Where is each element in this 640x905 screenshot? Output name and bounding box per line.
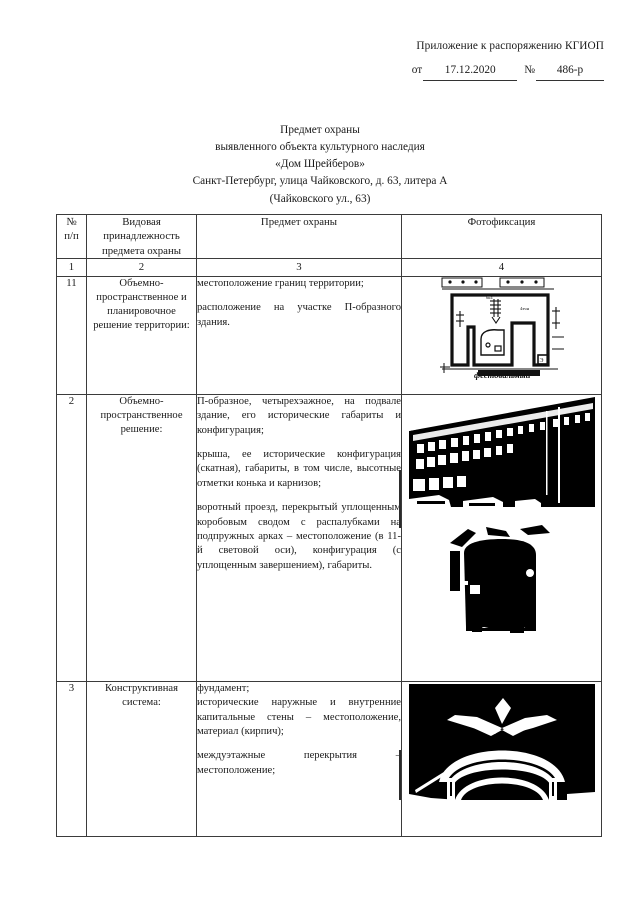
subject-paragraph: воротный проезд, перекрытый уплощенным к… — [197, 502, 401, 571]
scan-edge-artifact — [399, 750, 401, 800]
colnum-1: 1 — [56, 257, 87, 277]
subject-paragraph: местоположение границ территории; — [197, 277, 364, 289]
row-index: 3 — [56, 680, 87, 837]
number-label: № — [524, 64, 535, 77]
colnum-2: 2 — [86, 257, 197, 277]
vault-ceiling-photo — [406, 681, 597, 827]
table-row: 3 Конструктивная система: фундамент; ист… — [56, 680, 602, 837]
header-kind-line2: принадлежность — [103, 230, 180, 243]
row-photo — [401, 680, 602, 837]
row-photo — [401, 393, 602, 682]
title-line-subject: Предмет охраны — [280, 124, 360, 136]
table-row: 2 Объемно-пространственное решение: П-об… — [56, 393, 602, 682]
table-column-number-row: 1 2 3 4 — [56, 257, 602, 277]
svg-text:4эчн: 4эчн — [520, 306, 530, 311]
appendix-line: Приложение к распоряжению КГИОП — [416, 40, 604, 52]
building-outline — [449, 293, 550, 367]
header-kind-line3: предмета охраны — [101, 244, 182, 257]
colnum-4: 4 — [401, 257, 602, 277]
header-cell-number: № п/п — [56, 214, 87, 259]
row-kind: Конструктивная система: — [86, 680, 197, 837]
row-kind: Объемно-пространственное решение: — [86, 393, 197, 682]
row-subject: П-образное, четырехэажное, на подвале зд… — [196, 393, 402, 682]
document-title-block: Предмет охраны выявленного объекта культ… — [0, 122, 640, 208]
svg-text:6к4: 6к4 — [486, 295, 493, 300]
facade-photo — [406, 394, 597, 513]
header-number-line2: п/п — [64, 230, 79, 243]
row-photo: 6к4 4эчн Э фестовальный — [401, 275, 602, 395]
header-kind-line1: Видовая — [122, 216, 161, 228]
predmet-ohrany-table: № п/п Видовая принадлежность предмета ох… — [56, 214, 602, 837]
plan-caption: фестовальный — [474, 370, 531, 380]
subject-paragraph: исторические наружные и внутренние капит… — [197, 697, 401, 737]
subject-paragraph: крыша, ее исторические конфигурация (ска… — [197, 448, 401, 489]
title-line-name: «Дом Шрейберов» — [275, 158, 365, 171]
subject-paragraph: фундамент; — [197, 682, 250, 694]
colnum-3: 3 — [196, 257, 402, 277]
header-number-line1: № — [66, 216, 77, 228]
predmet-ohrany-table-wrapper: № п/п Видовая принадлежность предмета ох… — [56, 214, 602, 837]
gate-passage-photo — [449, 522, 554, 636]
title-line-address: Санкт-Петербург, улица Чайковского, д. 6… — [192, 175, 448, 188]
subject-paragraph: междуэтажные перекрытия – местоположение… — [197, 750, 401, 776]
title-line-address-short: (Чайковского ул., 63) — [269, 192, 371, 205]
svg-text:Э: Э — [539, 358, 543, 364]
row-index: 11 — [56, 275, 87, 395]
subject-paragraph: П-образное, четырехэажное, на подвале зд… — [197, 395, 401, 436]
scan-edge-artifact — [399, 470, 401, 528]
title-line-object: выявленного объекта культурного наследия — [215, 141, 425, 154]
header-cell-kind: Видовая принадлежность предмета охраны — [86, 214, 197, 259]
subject-paragraph: расположение на участке П-образного здан… — [197, 302, 401, 328]
order-number-value: 486-р — [536, 62, 604, 81]
row-subject: фундамент; исторические наружные и внутр… — [196, 680, 402, 837]
order-date-value: 17.12.2020 — [423, 62, 518, 81]
row-subject: местоположение границ территории; распол… — [196, 275, 402, 395]
table-row: 11 Объемно-пространственное и планировоч… — [56, 275, 602, 395]
document-header: Приложение к распоряжению КГИОП от 17.12… — [274, 38, 604, 81]
header-cell-photo: Фотофиксация — [401, 214, 602, 259]
order-reference-line: от 17.12.2020 № 486-р — [274, 62, 604, 81]
row-kind: Объемно-пространственное и планировочное… — [86, 275, 197, 395]
table-header-row: № п/п Видовая принадлежность предмета ох… — [56, 214, 602, 259]
header-cell-subject: Предмет охраны — [196, 214, 402, 259]
from-label: от — [411, 64, 423, 77]
row-index: 2 — [56, 393, 87, 682]
site-plan-image: 6к4 4эчн Э фестовальный — [437, 276, 566, 382]
